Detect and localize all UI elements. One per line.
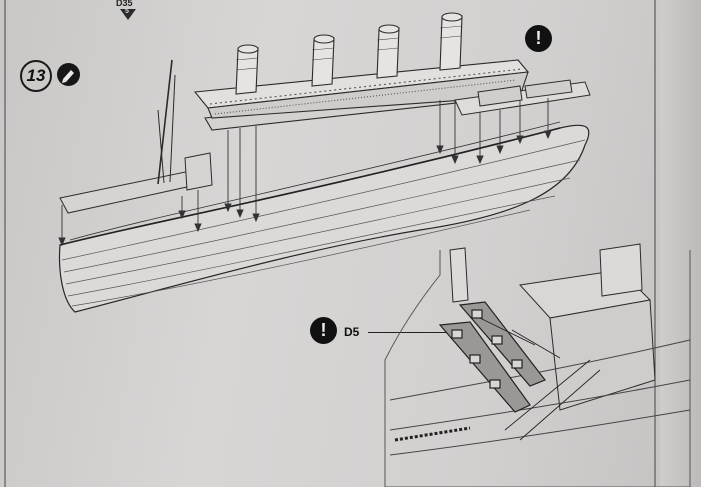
part-d5-pieces <box>438 301 546 413</box>
step-number-badge: 13 <box>20 60 52 92</box>
assembly-guide-lines <box>58 98 552 247</box>
exclamation-warning-icon-detail: ! <box>310 317 337 344</box>
part-callout-leader-line <box>368 332 450 333</box>
stern-deck-mast <box>59 59 213 214</box>
forward-deck-piece <box>454 79 591 116</box>
page-edge-shadow <box>660 0 701 487</box>
corner-triangle-icon <box>120 9 136 20</box>
corner-part-reference: D35 5 <box>112 0 146 24</box>
ship-hull <box>58 121 590 313</box>
glue-pen-icon <box>57 63 80 86</box>
upper-deck-assembly <box>193 12 530 131</box>
corner-triangle-number: 5 <box>125 8 129 15</box>
exclamation-warning-icon: ! <box>525 25 552 52</box>
part-callout-label: D5 <box>344 325 360 339</box>
corner-part-label: D35 <box>116 0 133 8</box>
funnels <box>235 12 463 95</box>
detail-inset <box>384 243 691 487</box>
